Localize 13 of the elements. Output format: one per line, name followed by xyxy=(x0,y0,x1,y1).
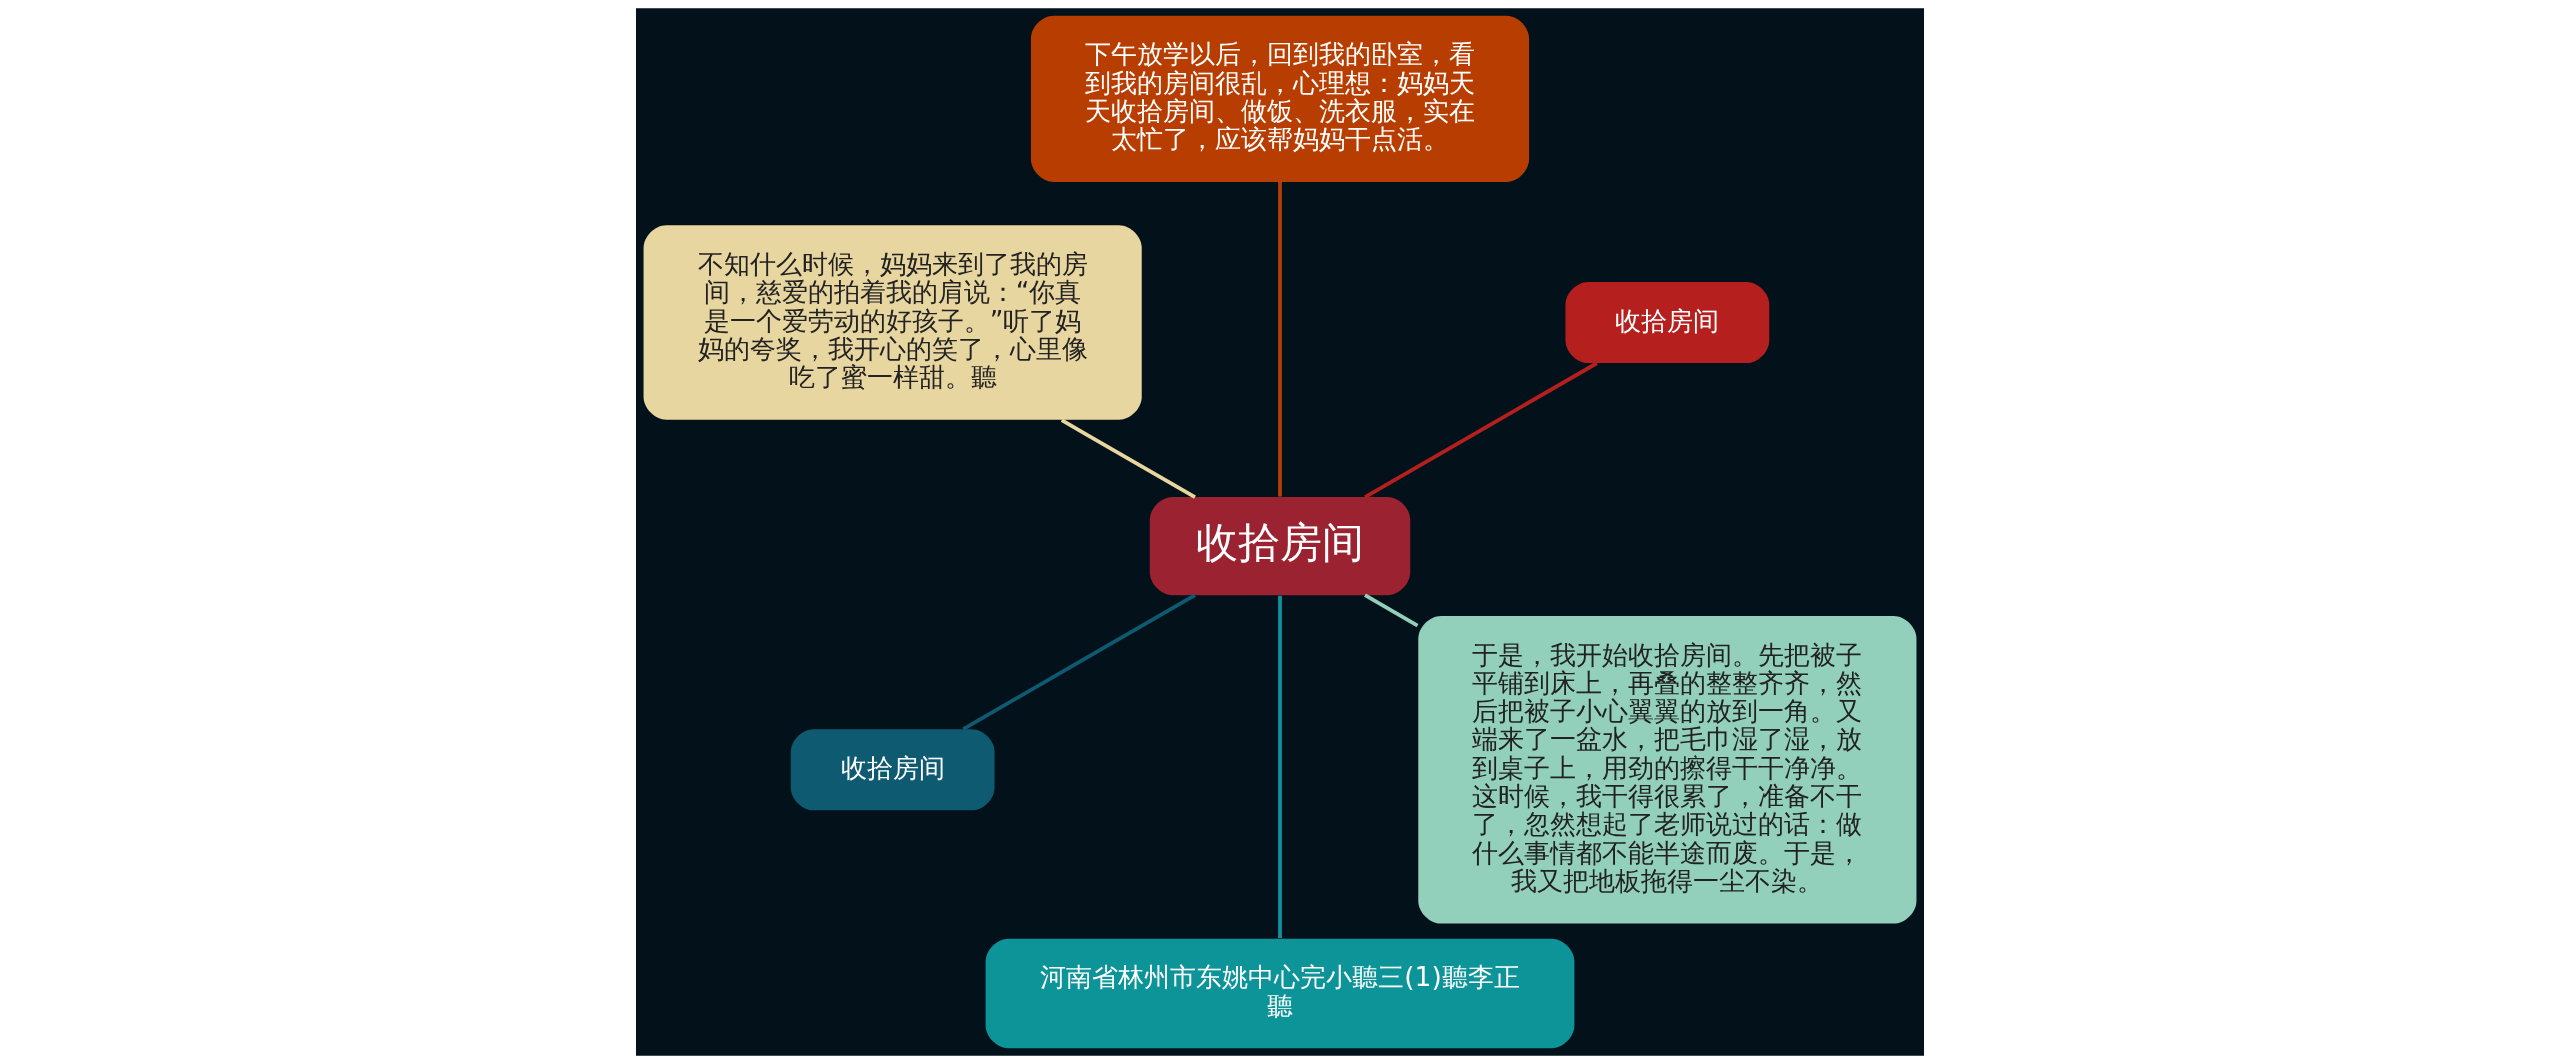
node-box: 收拾房间 xyxy=(790,729,995,811)
connector xyxy=(1060,418,1196,499)
node-box: 于是，我开始收拾房间。先把被子平铺到床上，再叠的整整齐齐，然后把被子小心翼翼的放到一角。又端来了一盆水，把毛巾湿了湿，放到桌子上，用劲的擦得干干净净。这时候，我干得很累了，准备不干了，忽然想起了老师说过的话：做什么事情都不能半途而废。于是，我又把地板拖得一尘不染。 xyxy=(1418,616,1917,924)
node-box: 下午放学以后，回到我的卧室，看到我的房间很乱，心理想：妈妈天天收拾房间、做饭、洗衣服，实在太忙了，应该帮妈妈干点活。 xyxy=(1030,15,1530,182)
node-box: 收拾房间 xyxy=(1149,497,1411,596)
node-box: 不知什么时候，妈妈来到了我的房间，慈爱的拍着我的肩说：“你真是一个爱劳动的好孩子。”听了妈妈的夸奖，我开心的笑了，心里像吃了蜜一样甜。聽 xyxy=(643,225,1142,420)
node-box: 收拾房间 xyxy=(1565,281,1770,364)
connector xyxy=(1278,595,1282,939)
node-box: 河南省林州市东姚中心完小聽三(1)聽李正聽 xyxy=(985,938,1575,1049)
connector xyxy=(1364,361,1598,499)
connector xyxy=(1278,182,1282,497)
connector xyxy=(962,593,1196,731)
connector xyxy=(1364,593,1419,628)
